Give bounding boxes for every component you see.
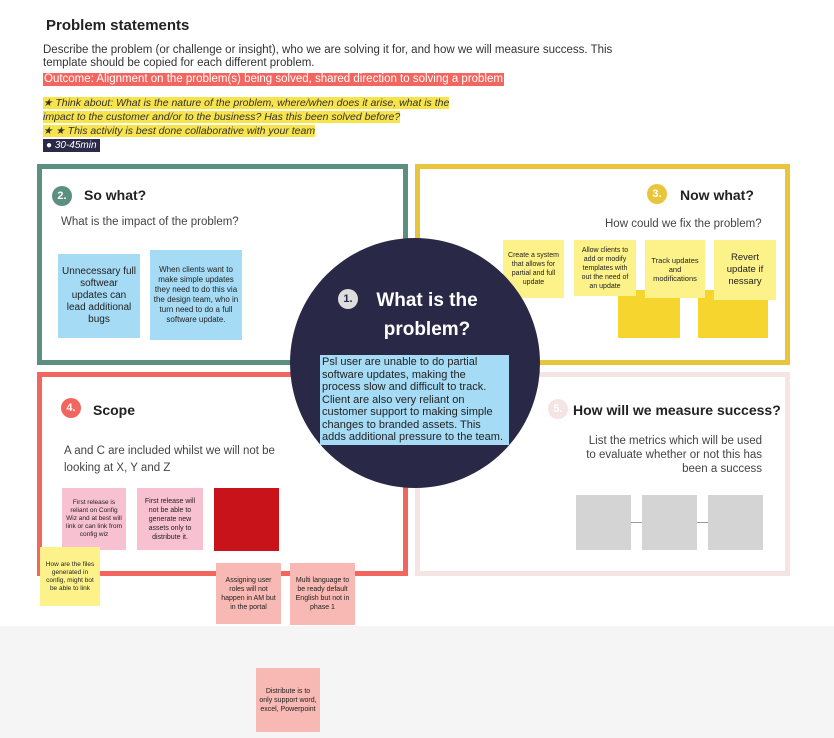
sticky-note[interactable]: Distribute is to only support word, exce… (256, 668, 320, 732)
time-badge: ● 30-45min (43, 139, 100, 152)
sticky-note-blank[interactable] (618, 290, 680, 338)
section-heading: How will we measure success? (573, 402, 781, 418)
sticky-note[interactable]: Multi language to be ready default Engli… (290, 563, 355, 625)
section-question: How could we fix the problem? (605, 218, 762, 230)
metric-placeholder[interactable] (576, 495, 631, 550)
sticky-note[interactable]: Unnecessary full softwear updates can le… (58, 254, 140, 338)
problem-statement-text[interactable]: Psl user are unable to do partial softwa… (320, 355, 509, 445)
sticky-note[interactable]: How are the files generated in config, m… (40, 547, 100, 606)
section-number-badge: 3. (647, 184, 667, 204)
metric-placeholder[interactable] (642, 495, 697, 550)
problem-heading: What is the problem? (376, 290, 478, 340)
section-number-badge: 2. (52, 186, 72, 206)
think-about-text: ★ Think about: What is the nature of the… (43, 96, 453, 138)
section-question: What is the impact of the problem? (61, 216, 239, 228)
sticky-note[interactable]: Allow clients to add or modify templates… (574, 240, 636, 296)
sticky-note[interactable] (214, 488, 279, 551)
think-line-2: ★ ★ This activity is best done collabora… (43, 125, 316, 137)
connector-line (631, 522, 642, 523)
section-number-badge: 1. (338, 289, 358, 309)
page-title: Problem statements (46, 17, 190, 34)
section-question: A and C are included whilst we will not … (64, 445, 275, 474)
sticky-note[interactable]: First release will not be able to genera… (137, 488, 203, 550)
outcome-banner: Outcome: Alignment on the problem(s) bei… (43, 73, 504, 86)
template-description: Describe the problem (or challenge or in… (43, 44, 613, 69)
section-question: List the metrics which will be used to e… (586, 435, 762, 475)
section-number-badge: 4. (61, 398, 81, 418)
section-heading: Scope (93, 402, 136, 418)
section-heading: So what? (84, 187, 147, 203)
think-line-1: ★ Think about: What is the nature of the… (43, 97, 450, 123)
connector-line (697, 522, 708, 523)
sticky-note[interactable]: Create a system that allows for partial … (503, 240, 564, 298)
sticky-note[interactable]: Track updates and modifications (645, 240, 705, 298)
sticky-note[interactable]: First release is reliant on Config Wiz a… (62, 488, 126, 550)
section-heading: Now what? (680, 187, 754, 203)
section-number-badge: 5. (548, 399, 568, 419)
sticky-note[interactable]: Revert update if nessary (714, 240, 776, 300)
metric-placeholder[interactable] (708, 495, 763, 550)
sticky-note[interactable]: Assigning user roles will not happen in … (216, 563, 281, 624)
sticky-note[interactable]: When clients want to make simple updates… (150, 250, 242, 340)
board-background (0, 626, 834, 738)
